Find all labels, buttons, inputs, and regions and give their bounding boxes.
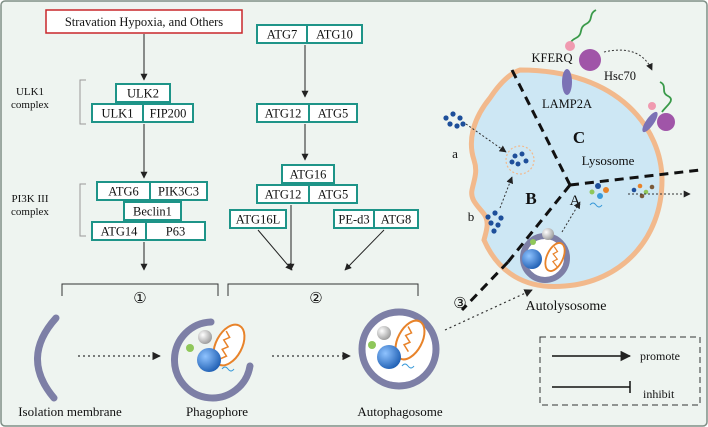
ulk2-box: ULK2 [115,83,171,103]
kferq-motif-shape [565,41,575,51]
sector-a-cargo [589,183,609,208]
atg7-box: ATG7 [256,24,308,44]
atg16l-box: ATG16L [229,209,287,229]
svg-text:Beclin1: Beclin1 [133,205,172,219]
atg12-box: ATG12 [256,103,310,123]
lysosome-label: Lysosome [582,153,635,168]
autolysosome-release-arrow [561,201,581,233]
svg-text:PIK3C3: PIK3C3 [158,185,199,199]
ulk1-bracket [79,79,86,125]
isolation-membrane-label: Isolation membrane [18,404,122,419]
svg-text:ATG12: ATG12 [265,188,302,202]
path-b-arrow [499,176,513,209]
atg5-box: ATG5 [308,103,358,123]
svg-text:ULK2: ULK2 [127,87,159,101]
step1-bracket [61,283,219,296]
autophagosome-to-autolysosome-arrow [444,289,533,331]
svg-text:ATG5: ATG5 [318,188,349,202]
atg6-box: ATG6 [96,181,151,201]
legend-promote-label: promote [640,349,680,363]
sector-divider-top [510,69,572,186]
svg-text:ULK1: ULK1 [102,107,134,121]
svg-text:PE-d3: PE-d3 [338,213,369,227]
path-a-arrow [465,123,507,153]
svg-text:ATG8: ATG8 [381,213,412,227]
svg-text:ATG6: ATG6 [108,185,139,199]
legend: promote inhibit [539,336,701,406]
cma-bound-complex [642,81,675,133]
phagophore-shape [171,318,254,402]
legend-inhibit-label: inhibit [643,387,675,401]
pi3k-complex-label-line1: PI3K III [12,193,49,205]
atg14-box: ATG14 [91,221,147,241]
ulk1-box: ULK1 [91,103,144,123]
p63-box: P63 [145,221,206,241]
atg5-complex-box: ATG5 [308,184,358,204]
cma-transport-arrow [603,49,653,71]
ulk1-complex-label-line1: ULK1 [16,86,44,98]
atg10-box: ATG10 [306,24,363,44]
step1-marker: ① [133,291,146,307]
svg-text:FIP200: FIP200 [150,107,187,121]
atg16l-to-step2-arrow [257,229,293,271]
sector-divider-right [569,168,701,187]
svg-text:ATG7: ATG7 [267,28,298,42]
path-b-label: b [468,209,475,224]
sector-b-label: B [525,189,536,208]
step3-marker: ③ [453,296,466,312]
lamp2a-shape [562,69,572,95]
isolation-membrane-shape [34,314,60,402]
atg8-to-step2-arrow [344,229,385,271]
pi3k-bracket [79,183,86,237]
pi3k-complex-label-line2: complex [11,206,49,218]
kferq-label: KFERQ [532,51,573,65]
atg8-box: ATG8 [373,209,419,229]
pik3c3-box: PIK3C3 [149,181,208,201]
svg-text:ATG5: ATG5 [318,107,349,121]
outflow-cargo [631,183,655,199]
fip200-box: FIP200 [142,103,194,123]
atg12-complex-box: ATG12 [256,184,310,204]
beclin1-box: Beclin1 [123,201,182,221]
sector-divider-tail [460,260,510,312]
svg-text:ATG14: ATG14 [101,225,139,239]
phagophore-label: Phagophore [186,404,248,419]
hsc70-label: Hsc70 [604,69,636,83]
autophagosome-shape [358,308,440,390]
path-b-cargo [485,210,504,234]
svg-text:ATG16: ATG16 [290,168,327,182]
hsc70-shape [579,49,601,71]
path-a-cargo [443,111,466,129]
atg16-box: ATG16 [281,164,335,184]
autolysosome-shape [520,228,570,283]
sector-divider-bottom [506,184,572,263]
trigger-box: Stravation Hypoxia, and Others [45,9,243,34]
lamp2a-label: LAMP2A [542,97,592,111]
step2-bracket [227,283,419,296]
sector-c-label: C [573,128,585,147]
sector-a-label: A [570,193,581,209]
svg-text:ATG12: ATG12 [265,107,302,121]
autophagosome-label: Autophagosome [357,404,442,419]
autolysosome-label: Autolysosome [526,299,607,314]
step2-marker: ② [309,291,322,307]
svg-text:ATG10: ATG10 [316,28,353,42]
path-a-label: a [452,146,458,161]
ulk1-complex-label-line2: complex [11,99,49,111]
trigger-label: Stravation Hypoxia, and Others [65,15,223,29]
pe-d3-box: PE-d3 [333,209,375,229]
svg-text:P63: P63 [166,225,185,239]
svg-text:ATG16L: ATG16L [236,213,280,227]
